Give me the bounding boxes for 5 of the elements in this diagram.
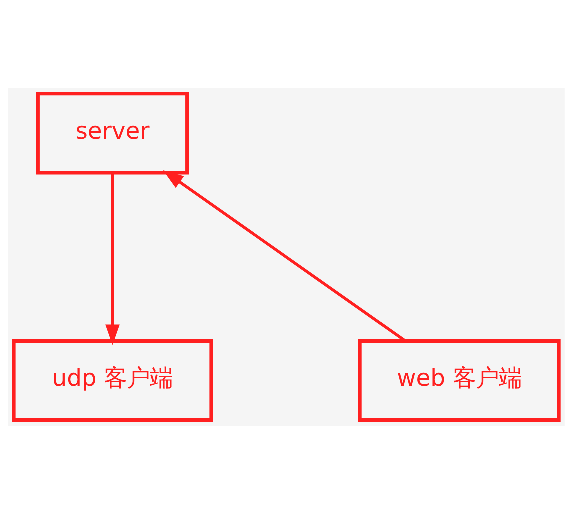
- arrow: [106, 172, 120, 345]
- node-box: server: [36, 92, 190, 174]
- arrow: [163, 170, 406, 342]
- node-box: udp 客户端: [12, 338, 214, 422]
- node-box: web 客户端: [358, 338, 561, 422]
